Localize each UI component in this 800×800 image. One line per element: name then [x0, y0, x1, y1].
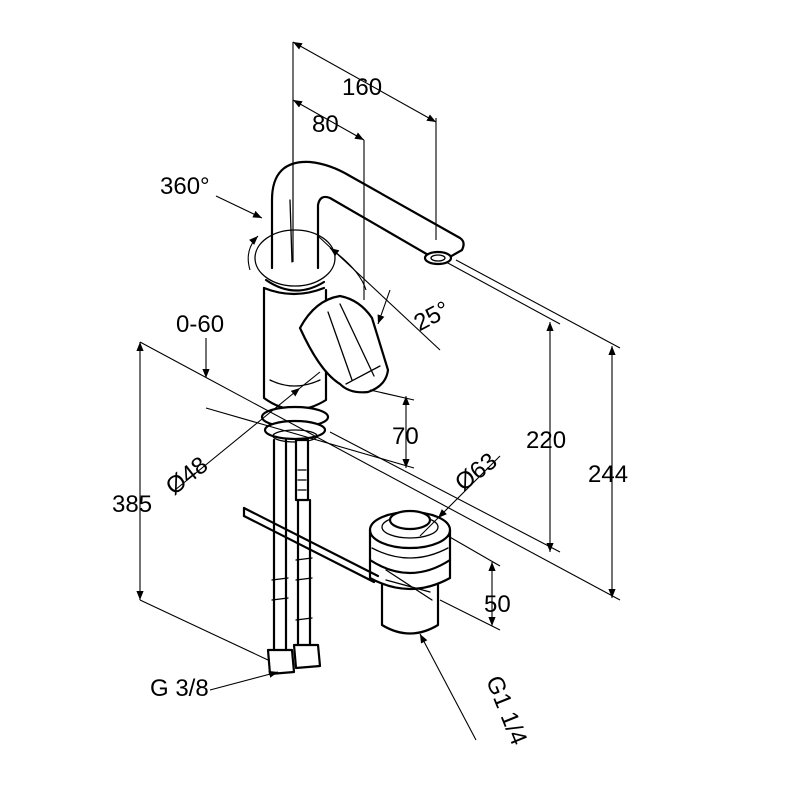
- spout: [270, 160, 465, 270]
- dim-25-label: 25°: [410, 296, 455, 337]
- dim-385-label: 385: [112, 491, 152, 518]
- dim-80-label: 80: [312, 111, 339, 138]
- aerator: [423, 250, 453, 266]
- dim-244-label: 244: [588, 461, 628, 488]
- g114-label: G1 1/4: [480, 672, 532, 749]
- hose-right: [296, 498, 312, 647]
- g38-label: G 3/8: [150, 675, 209, 702]
- lever-handle: [298, 294, 390, 394]
- dim-160-label: 160: [342, 74, 382, 101]
- dim-360-label: 360°: [160, 173, 210, 200]
- pull-rod: [242, 506, 380, 584]
- dimension-lines: [136, 41, 621, 741]
- dim-48-label: Ø48: [161, 451, 213, 500]
- dim-63-label: Ø63: [450, 448, 502, 497]
- dim-220-label: 220: [526, 427, 566, 454]
- popup-waste: [242, 506, 452, 635]
- hose-left: [272, 438, 288, 652]
- dimension-labels: 160 80 360° 25° 0-60 220 244 70 Ø48 Ø63 …: [112, 74, 628, 749]
- dim-50-label: 50: [484, 591, 511, 618]
- dim-0-60-label: 0-60: [176, 311, 224, 338]
- faucet-body: [254, 160, 465, 676]
- drain-plug: [388, 509, 432, 531]
- dim-70-label: 70: [392, 423, 419, 450]
